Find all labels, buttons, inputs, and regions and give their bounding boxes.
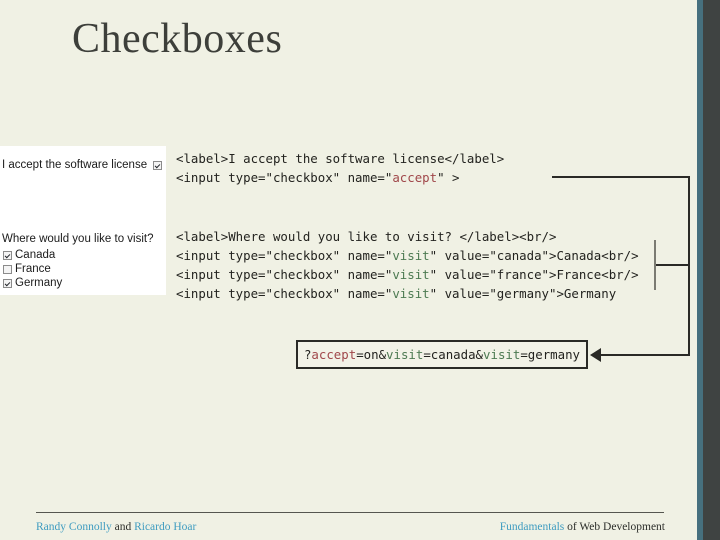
code-keyword-visit: visit bbox=[392, 267, 430, 282]
query-key-visit-1: visit bbox=[386, 347, 424, 362]
connector-line-top bbox=[552, 176, 690, 178]
footer-book-title: Fundamentals of Web Development bbox=[500, 521, 665, 533]
code-line-part: <input type="checkbox" name=" bbox=[176, 286, 393, 301]
code-line-part: <input type="checkbox" name=" bbox=[176, 267, 393, 282]
query-part: =on& bbox=[356, 347, 387, 362]
connector-line-vertical bbox=[688, 176, 690, 356]
code-keyword-visit: visit bbox=[392, 286, 430, 301]
code-line-part: " > bbox=[437, 170, 460, 185]
footer-book-word-1: Fundamentals bbox=[499, 521, 565, 533]
code-block-visit: <label>Where would you like to visit? </… bbox=[176, 227, 639, 303]
code-line-part: " value="germany">Germany bbox=[429, 286, 617, 301]
list-item: Canada bbox=[3, 248, 62, 262]
right-edge-dark-bar bbox=[703, 0, 720, 540]
footer-book-rest: of Web Development bbox=[564, 521, 665, 533]
footer-author-1: Randy Connolly bbox=[36, 521, 112, 533]
code-block-accept: <label>I accept the software license</la… bbox=[176, 149, 504, 187]
checkbox-accept[interactable] bbox=[153, 160, 163, 170]
option-label-france: France bbox=[15, 263, 51, 275]
page-title: Checkboxes bbox=[72, 16, 283, 62]
visit-options-list: Canada France Germany bbox=[3, 248, 62, 290]
code-keyword-visit: visit bbox=[392, 248, 430, 263]
connector-line-bottom bbox=[600, 354, 690, 356]
code-group-bracket bbox=[654, 240, 656, 290]
checkbox-canada[interactable] bbox=[3, 250, 12, 260]
browser-form-preview: I accept the software license Where woul… bbox=[0, 146, 166, 295]
checkbox-france[interactable] bbox=[3, 264, 12, 274]
option-label-canada: Canada bbox=[15, 249, 56, 261]
connector-line-middle bbox=[656, 264, 690, 266]
footer-author-conj: and bbox=[111, 521, 135, 533]
code-keyword-accept: accept bbox=[392, 170, 438, 185]
checkbox-germany[interactable] bbox=[3, 278, 12, 288]
query-key-accept: accept bbox=[311, 347, 357, 362]
code-line-part: " value="france">France<br/> bbox=[429, 267, 639, 282]
footer-author-2: Ricardo Hoar bbox=[134, 521, 197, 533]
query-part: =canada& bbox=[423, 347, 484, 362]
footer-authors: Randy Connolly and Ricardo Hoar bbox=[36, 521, 196, 533]
query-part: =germany bbox=[520, 347, 581, 362]
query-key-visit-2: visit bbox=[483, 347, 521, 362]
query-prefix: ? bbox=[303, 347, 312, 362]
code-line: <label>I accept the software license</la… bbox=[176, 151, 505, 166]
visit-question-label: Where would you like to visit? bbox=[2, 233, 154, 245]
code-line-part: <input type="checkbox" name=" bbox=[176, 170, 393, 185]
footer-divider bbox=[36, 512, 664, 513]
code-line-part: <input type="checkbox" name=" bbox=[176, 248, 393, 263]
right-edge-teal-bar bbox=[697, 0, 703, 540]
option-label-germany: Germany bbox=[15, 277, 63, 289]
query-string-box: ?accept=on&visit=canada&visit=germany bbox=[296, 340, 588, 369]
accept-license-label: I accept the software license bbox=[2, 159, 148, 171]
code-line: <label>Where would you like to visit? </… bbox=[176, 229, 557, 244]
code-line-part: " value="canada">Canada<br/> bbox=[429, 248, 639, 263]
accept-license-row: I accept the software license bbox=[2, 159, 164, 171]
arrow-left-icon bbox=[590, 348, 601, 362]
list-item: France bbox=[3, 262, 62, 276]
list-item: Germany bbox=[3, 276, 62, 290]
